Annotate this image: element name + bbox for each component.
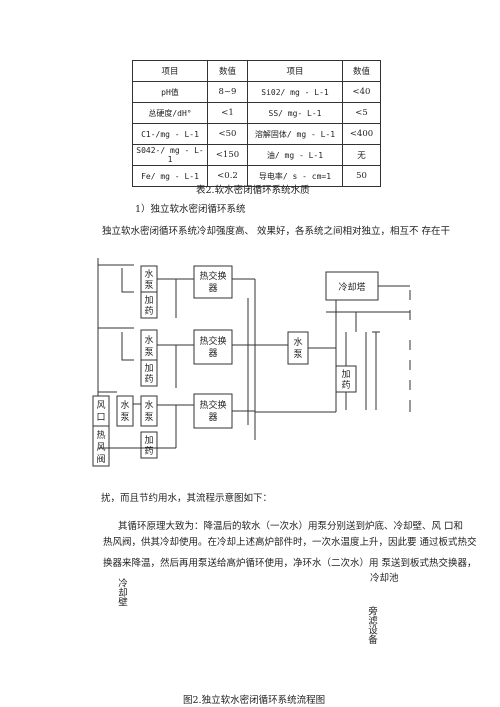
cooling-pool-label: 冷却池: [370, 573, 399, 584]
pump-2-label-a: 水: [144, 334, 153, 346]
pump-sec-label-a: 水: [293, 336, 302, 348]
hx-2-label-b: 器: [208, 348, 217, 359]
cooling-tower-label: 冷却塔: [338, 281, 365, 293]
hbv-label-a: 热: [96, 429, 105, 441]
dosing-1-label-b: 药: [144, 306, 153, 317]
pump-sec-label-b: 泵: [293, 349, 302, 360]
hx-3-label-a: 热交换: [199, 399, 226, 411]
tuyere-label-a: 风: [96, 400, 105, 411]
pump-3b-label-b: 泵: [144, 412, 153, 423]
dosing-3: [140, 431, 158, 459]
tuyere-label-b: 口: [96, 413, 105, 423]
dosing-2-label-b: 药: [144, 374, 153, 385]
hot-blast-valve: [92, 425, 110, 467]
figure-caption: 图2.独立软水密闭循环系统流程图: [183, 695, 326, 706]
hbv-label-c: 阀: [96, 454, 105, 465]
table-header-row: 项目数值项目数值: [132, 60, 381, 82]
paragraph-line-3: 换器来降温，然后再用泵送给高炉循环使用，净环水（二次水）用 泵送到板式热交换器，: [103, 558, 477, 569]
dosing-1: [140, 291, 158, 319]
dosing-2: [140, 359, 158, 387]
pump-3a-label-a: 水: [120, 399, 129, 411]
paragraph-line-1: 其循环原理大致为：降温后的软水（一次水）用泵分别送到炉底、冷却壁、风 口和: [118, 521, 464, 532]
table-cell: 无: [342, 144, 381, 166]
dosing-2-label-a: 加: [144, 363, 153, 374]
pump-3b-label-a: 水: [144, 399, 153, 411]
hx-1-label-a: 热交换: [199, 270, 226, 282]
pump-3b: [140, 395, 158, 427]
table-caption: 表2.软水密闭循环系统水质: [196, 185, 310, 196]
table-cell: <0.2: [207, 165, 248, 187]
dosing-sec-label-a: 加: [341, 369, 350, 380]
section-heading: 1）独立软水密闭循环系统: [135, 204, 246, 215]
pump-2-label-b: 泵: [144, 347, 153, 358]
heat-exchanger-1: [193, 265, 233, 299]
dosing-1-label-a: 加: [144, 295, 153, 306]
hx-2-label-a: 热交换: [199, 335, 226, 347]
table-cell: Fe/ mg - L-1: [132, 165, 208, 187]
section-continuation: 扰，而且节约用水，其流程示意图如下：: [101, 493, 273, 504]
pump-3a: [116, 395, 134, 427]
pump-1-label-a: 水: [144, 268, 153, 280]
table-cell: 50: [342, 165, 381, 187]
section-intro: 独立软水密闭循环系统冷却强度高、 效果好，各系统之间相对独立，相互不 存在干: [102, 226, 451, 237]
cooling-tower: [325, 271, 379, 301]
side-filter-label: 旁滤设备: [366, 606, 377, 644]
pump-1-label-b: 泵: [144, 280, 153, 291]
paragraph-line-2: 热风阀，供其冷却使用。在冷却上述高炉部件时，一次水温度上升，因此要 通过板式热交: [103, 537, 477, 548]
dosing-3-label-a: 加: [144, 435, 153, 446]
dosing-3-label-b: 药: [144, 446, 153, 457]
pump-3a-label-b: 泵: [120, 412, 129, 423]
heat-exchanger-3: [193, 393, 233, 429]
hx-1-label-b: 器: [208, 283, 217, 294]
dosing-secondary: [335, 365, 357, 393]
hx-3-label-b: 器: [208, 412, 217, 423]
heat-exchanger-2: [193, 329, 233, 365]
dosing-sec-label-b: 药: [341, 380, 350, 391]
stave-label: 冷却壁: [116, 578, 127, 607]
table-cell: 导电率/ s - cm=1: [247, 165, 343, 187]
